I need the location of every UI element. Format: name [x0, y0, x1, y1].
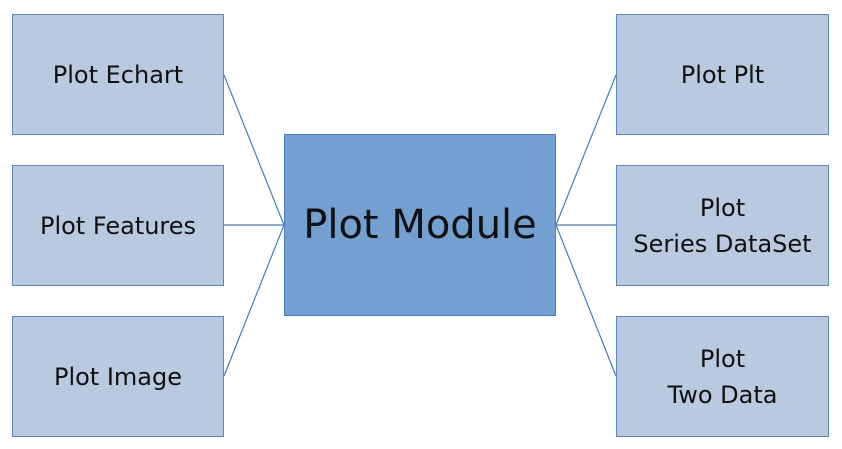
node-label: Plot Echart	[52, 60, 184, 89]
node-label: Plot Two Data	[667, 344, 778, 409]
connector-left-3	[223, 224, 285, 377]
center-node-plot-module: Plot Module	[284, 134, 556, 316]
node-plot-two-data: Plot Two Data	[616, 316, 829, 437]
node-plot-image: Plot Image	[12, 316, 224, 437]
node-plot-echart: Plot Echart	[12, 14, 224, 135]
node-label: Plot Plt	[680, 60, 765, 89]
node-plot-plt: Plot Plt	[616, 14, 829, 135]
center-node-label: Plot Module	[303, 202, 537, 248]
node-label: Plot Series DataSet	[633, 193, 812, 258]
node-plot-series-dataset: Plot Series DataSet	[616, 165, 829, 286]
connector-right-1	[555, 74, 617, 226]
connector-left-1	[223, 74, 285, 226]
connector-right-3	[555, 224, 617, 377]
node-label: Plot Image	[53, 362, 183, 391]
node-plot-features: Plot Features	[12, 165, 224, 286]
node-label: Plot Features	[39, 211, 197, 240]
